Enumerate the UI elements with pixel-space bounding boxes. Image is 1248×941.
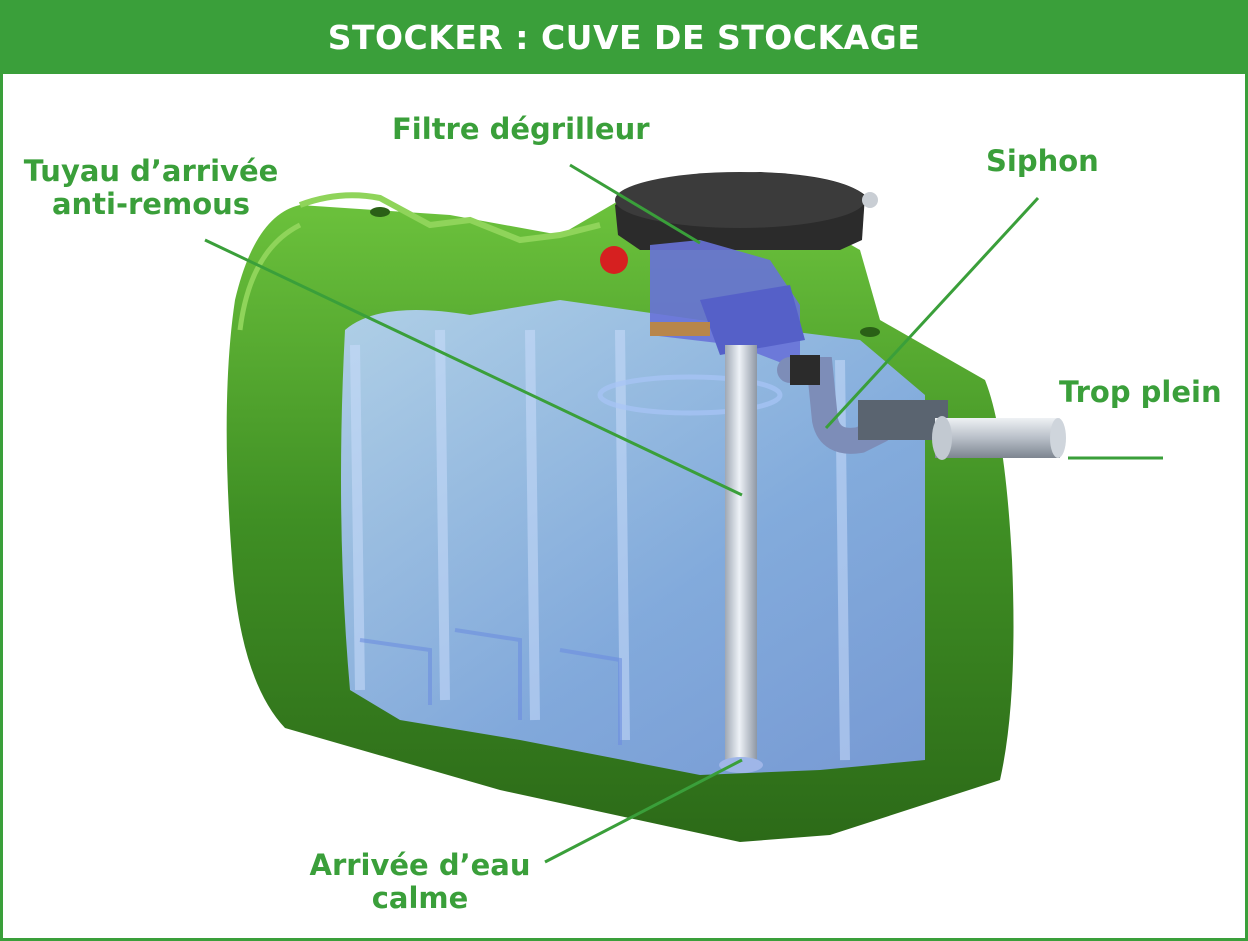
label-trop-plein: Trop plein: [1059, 375, 1222, 409]
callout-line-siphon: [824, 196, 1040, 430]
label-arrivee-line-2: calme: [371, 881, 469, 915]
callout-line-tuyau: [204, 238, 743, 497]
label-tuyau-line-1: Tuyau d’arrivée: [23, 154, 279, 188]
label-siphon: Siphon: [986, 144, 1099, 178]
label-tuyau-line-2: anti-remous: [51, 187, 251, 221]
inlet-pipe: [719, 345, 763, 773]
callout-line-filtre: [569, 163, 701, 245]
title-banner: STOCKER : CUVE DE STOCKAGE: [0, 0, 1248, 74]
label-filtre-degrilleur: Filtre dégrilleur: [392, 112, 650, 146]
page-title: STOCKER : CUVE DE STOCKAGE: [327, 17, 921, 57]
callout-lines: [204, 163, 1163, 864]
label-tuyau-arrivee: Tuyau d’arrivée anti-remous: [22, 155, 280, 221]
siphon-overflow: [777, 355, 1066, 460]
water-volume: [341, 300, 925, 775]
callout-line-arrivee: [544, 758, 743, 864]
label-arrivee-line-1: Arrivée d’eau: [309, 848, 531, 882]
label-arrivee-eau-calme: Arrivée d’eau calme: [300, 849, 540, 915]
